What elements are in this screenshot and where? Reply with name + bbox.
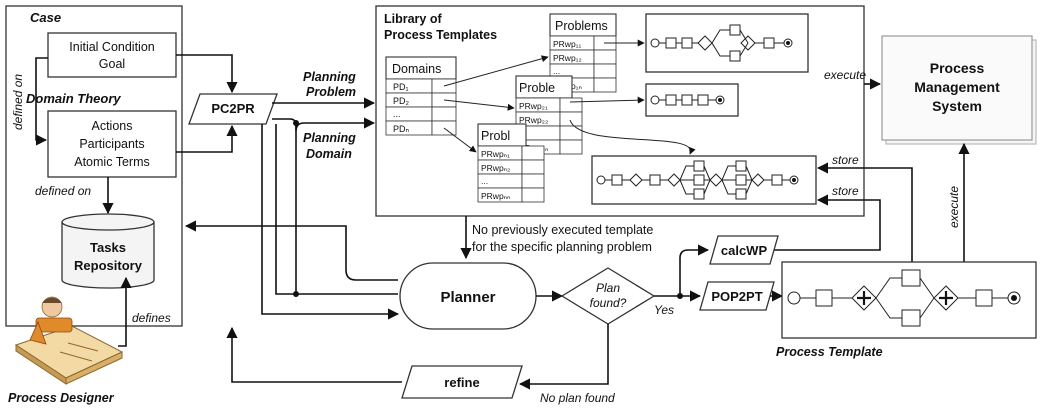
planning-problem-label-1: Planning	[303, 70, 356, 84]
svg-text:Probl: Probl	[481, 129, 510, 143]
problem-row: PRwpₙ₁	[481, 149, 510, 159]
domain-theory-box	[47, 110, 177, 178]
domain-to-problems-1	[443, 55, 549, 87]
no-plan-line	[518, 324, 609, 390]
planner-to-left-panel	[184, 220, 398, 281]
domains-table: Domains PD₁ PD₂ ... PDₙ	[385, 56, 457, 136]
no-previous-label-1: No previously executed template	[472, 223, 653, 237]
defined-on-label-1: defined on	[11, 74, 25, 130]
case-box	[47, 32, 177, 78]
domain-row: PD₁	[393, 82, 409, 92]
process-designer-icon	[14, 296, 124, 385]
repository-label-2: Repository	[74, 258, 143, 273]
plan-found-label-1: Plan	[596, 281, 620, 295]
defines-label: defines	[132, 311, 171, 325]
problem-row: ...	[481, 176, 488, 186]
problem-to-template-2	[569, 96, 645, 104]
case-initial-condition: Initial Condition	[69, 40, 155, 54]
refine-box	[401, 365, 523, 399]
repository-label-1: Tasks	[90, 240, 126, 255]
store-arrow-2	[750, 194, 881, 251]
defined-on-label-2: defined on	[35, 184, 91, 198]
library-title-2: Process Templates	[384, 28, 497, 42]
domain-to-pc2pr	[176, 124, 238, 153]
problem-row: PRwp₁₁	[553, 39, 582, 49]
pc2pr-to-planner-1	[261, 124, 400, 320]
execute-label-1: execute	[824, 68, 866, 82]
problem-row: PRwp₂₂	[519, 115, 548, 125]
svg-text:Problems: Problems	[555, 19, 608, 33]
domain-atomic-terms: Atomic Terms	[74, 155, 149, 169]
domain-actions: Actions	[92, 119, 133, 133]
process-template-label: Process Template	[776, 345, 883, 359]
domain-row: PDₙ	[393, 124, 410, 134]
problem-row: ...	[553, 66, 560, 76]
planning-domain-arrow	[272, 117, 376, 132]
planning-problem-label-2: Problem	[306, 85, 356, 99]
pop2pt-label: POP2PT	[711, 289, 762, 304]
pms-line-3: System	[932, 98, 982, 114]
pop2pt-box	[699, 281, 775, 311]
domain-row: PD₂	[393, 96, 410, 106]
process-designer-label: Process Designer	[8, 391, 115, 405]
domain-participants: Participants	[79, 137, 144, 151]
problems-table-3: Probl PRwpₙ₁ PRwpₙ₂ ... PRwpₙₙ	[477, 123, 545, 203]
stored-template-2	[645, 83, 739, 117]
domain-to-problems-2	[443, 99, 515, 111]
problem-row: PRwp₂₁	[519, 101, 548, 111]
case-to-pc2pr	[176, 54, 238, 94]
plan-found-label-2: found?	[590, 296, 627, 310]
refine-label: refine	[444, 375, 479, 390]
execute-label-2: execute	[947, 186, 961, 228]
yes-label: Yes	[654, 303, 674, 317]
planning-domain-label-2: Domain	[306, 147, 352, 161]
to-calcwp	[679, 244, 710, 296]
domain-theory-title: Domain Theory	[26, 91, 121, 106]
refine-to-left-panel	[226, 326, 402, 383]
tasks-repository: Tasks Repository	[61, 213, 155, 289]
defined-on-connector	[35, 57, 48, 146]
problem-row: PRwpₙ₂	[481, 163, 510, 173]
no-previous-label-2: for the specific planning problem	[472, 240, 652, 254]
calcwp-label: calcWP	[721, 243, 768, 258]
planning-domain-label-1: Planning	[303, 131, 356, 145]
calcwp-box	[709, 235, 779, 265]
domain-row: ...	[393, 109, 401, 119]
svg-text:Domains: Domains	[392, 62, 441, 76]
stored-template-3	[591, 155, 817, 205]
case-goal: Goal	[99, 57, 125, 71]
store-label-1: store	[832, 153, 859, 167]
planner-label: Planner	[440, 289, 495, 306]
domain-to-problems-3	[443, 127, 477, 153]
problem-to-template-3	[569, 119, 696, 155]
problem-row: PRwp₁₂	[553, 53, 582, 63]
pc2pr-to-planner-2	[275, 124, 398, 295]
library-title-1: Library of	[384, 12, 442, 26]
pc2pr-box	[188, 93, 278, 125]
pms-line-1: Process	[930, 60, 985, 76]
process-template-box	[781, 261, 1037, 339]
process-management-system: Process Management System	[881, 35, 1037, 145]
store-arrow-1	[816, 162, 913, 262]
stored-template-1	[645, 13, 809, 73]
defines-arrow	[118, 276, 132, 347]
pms-line-2: Management	[914, 79, 1000, 95]
case-title: Case	[30, 10, 61, 25]
svg-text:Proble: Proble	[519, 81, 555, 95]
store-label-2: store	[832, 184, 859, 198]
pc2pr-label: PC2PR	[211, 101, 255, 116]
problem-row: PRwpₙₙ	[481, 191, 511, 201]
no-plan-label: No plan found	[540, 391, 615, 405]
